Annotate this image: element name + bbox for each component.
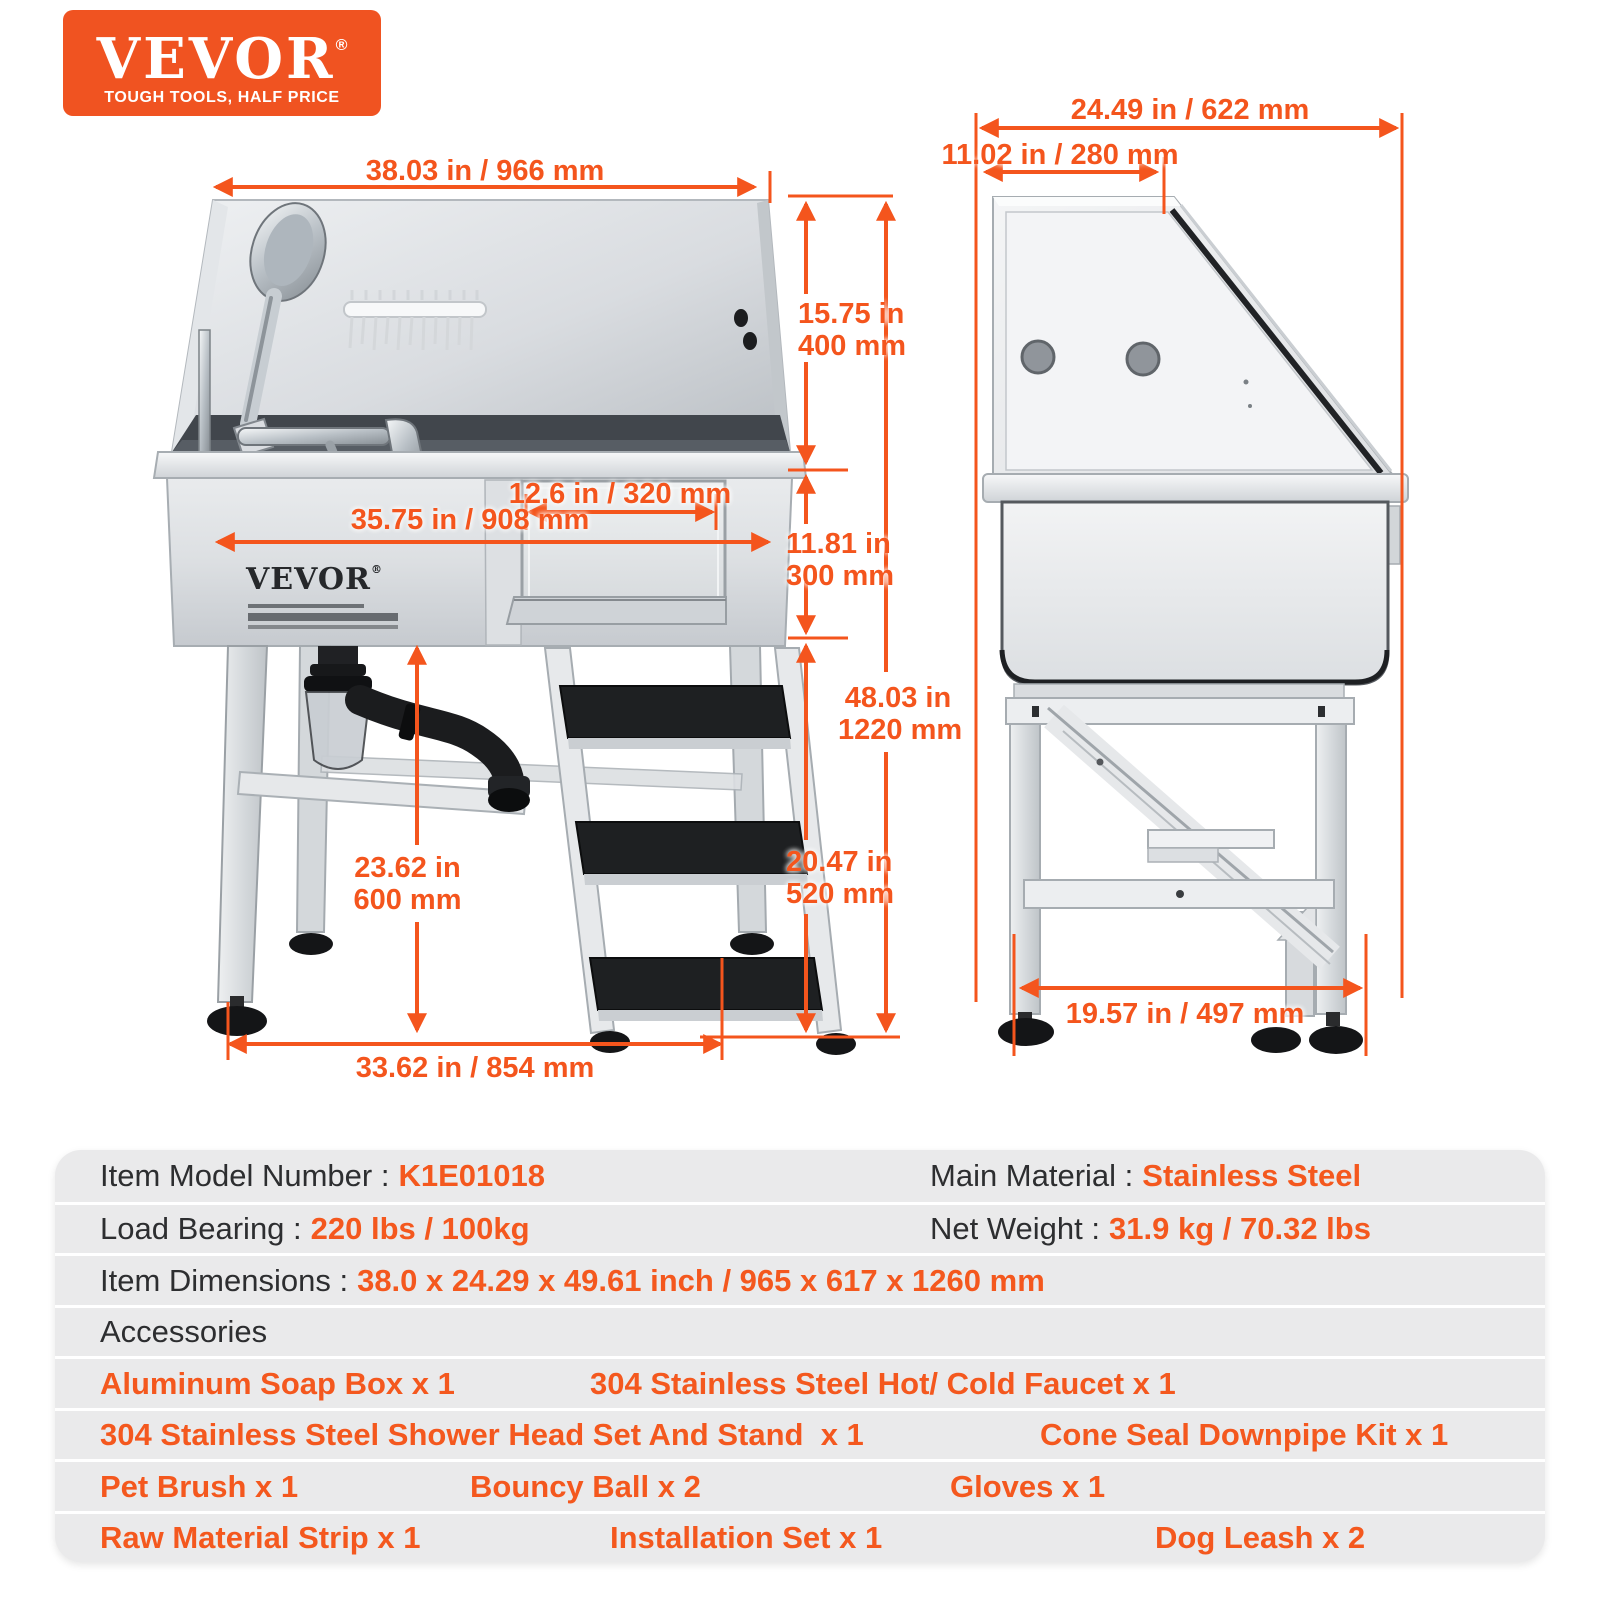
mount-hole	[743, 332, 757, 350]
adjustable-feet	[207, 933, 774, 1036]
spec-table: Item Model Number :K1E01018 Main Materia…	[55, 1150, 1545, 1562]
spec-dimensions-label: Item Dimensions :	[100, 1262, 349, 1298]
dim-total-height-mm: 1220 mm	[838, 714, 963, 747]
accessory-item: Cone Seal Downpipe Kit x 1	[1040, 1417, 1449, 1452]
dim-door-width: 12.6 in / 320 mm	[508, 478, 732, 510]
panel-hole	[1020, 339, 1056, 375]
side-view-illustration	[982, 196, 1409, 1054]
spec-model-value: K1E01018	[398, 1158, 545, 1193]
spec-dimensions: Item Dimensions :38.0 x 24.29 x 49.61 in…	[100, 1263, 1045, 1299]
accessory-item: Aluminum Soap Box x 1	[100, 1365, 455, 1401]
dim-base-width: 33.62 in / 854 mm	[355, 1052, 595, 1084]
accessory-item: Installation Set x 1	[610, 1520, 883, 1555]
dim-total-height: 48.03 in 1220 mm	[838, 682, 963, 747]
panel-hole	[1125, 341, 1161, 377]
dimension-lines	[212, 113, 1404, 1060]
dim-side-top-depth: 24.49 in / 622 mm	[1070, 94, 1310, 126]
dim-tub-width: 35.75 in / 908 mm	[350, 504, 590, 536]
dim-leg-height: 23.62 in 600 mm	[340, 852, 475, 917]
dim-tub-depth-in: 11.81 in	[786, 528, 891, 560]
spec-row-load-weight: Load Bearing :220 lbs / 100kg Net Weight…	[55, 1202, 1545, 1253]
spec-row-dimensions: Item Dimensions :38.0 x 24.29 x 49.61 in…	[55, 1253, 1545, 1305]
cross-brace	[236, 770, 528, 816]
dim-stand-height-in: 20.47 in	[786, 846, 893, 878]
spec-load-label: Load Bearing :	[100, 1211, 302, 1246]
side-rim	[982, 473, 1409, 503]
spec-material-label: Main Material :	[930, 1158, 1134, 1193]
side-tub-body	[1000, 500, 1390, 686]
tub-brand-emboss: VEVOR®	[246, 562, 383, 597]
dim-leg-height-mm: 600 mm	[353, 884, 462, 917]
spec-material: Main Material :Stainless Steel	[930, 1158, 1361, 1194]
spec-load: Load Bearing :220 lbs / 100kg	[100, 1211, 530, 1247]
spec-weight: Net Weight :31.9 kg / 70.32 lbs	[930, 1211, 1371, 1247]
drain-pipe	[304, 646, 530, 812]
dim-stand-height: 20.47 in 520 mm	[786, 846, 894, 911]
dim-splash-height-mm: 400 mm	[798, 330, 907, 363]
spec-material-value: Stainless Steel	[1142, 1158, 1362, 1193]
dim-stand-height-mm: 520 mm	[786, 878, 895, 911]
accessory-item: Bouncy Ball x 2	[470, 1468, 701, 1504]
dim-total-height-in: 48.03 in	[844, 682, 952, 714]
comb-rack	[343, 290, 487, 351]
spec-model-label: Item Model Number :	[100, 1158, 390, 1193]
emboss-text-lines	[248, 604, 398, 629]
accessories-row-4: Raw Material Strip x 1 Installation Set …	[55, 1511, 1545, 1562]
spec-weight-label: Net Weight :	[930, 1211, 1101, 1246]
spec-load-value: 220 lbs / 100kg	[310, 1211, 530, 1246]
dim-tub-depth-mm: 300 mm	[786, 560, 895, 593]
spec-row-model-material: Item Model Number :K1E01018 Main Materia…	[55, 1150, 1545, 1202]
faucet	[237, 427, 391, 446]
cross-brace	[320, 755, 743, 791]
accessories-title: Accessories	[100, 1314, 268, 1349]
side-step	[1147, 829, 1275, 849]
accessory-item: Pet Brush x 1	[100, 1468, 299, 1504]
front-view-illustration	[152, 199, 856, 1055]
brand-name-text: VEVOR	[96, 26, 336, 92]
accessory-item: 304 Stainless Steel Shower Head Set And …	[100, 1417, 864, 1452]
accessories-row-2: 304 Stainless Steel Shower Head Set And …	[55, 1408, 1545, 1459]
brand-tagline: TOUGH TOOLS, HALF PRICE	[104, 89, 340, 106]
spec-model: Item Model Number :K1E01018	[100, 1158, 545, 1194]
dim-leg-height-in: 23.62 in	[354, 852, 461, 884]
spec-dimensions-value: 38.0 x 24.29 x 49.61 inch / 965 x 617 x …	[357, 1262, 1045, 1298]
mount-hole	[734, 309, 748, 327]
dim-top-width: 38.03 in / 966 mm	[365, 155, 605, 187]
side-leg-frame	[1005, 697, 1355, 1017]
brand-name: VEVOR®	[63, 14, 381, 91]
accessory-item: Dog Leash x 2	[1155, 1520, 1366, 1555]
registered-mark-icon: ®	[335, 37, 348, 54]
accessory-item: Gloves x 1	[950, 1468, 1106, 1504]
spec-row-accessories-title: Accessories	[55, 1305, 1545, 1356]
accessories-row-1: Aluminum Soap Box x 1 304 Stainless Stee…	[55, 1356, 1545, 1408]
accessory-item: 304 Stainless Steel Hot/ Cold Faucet x 1	[590, 1365, 1176, 1401]
tub-brand-mark: ®	[370, 563, 383, 576]
dim-tub-depth: 11.81 in 300 mm	[786, 528, 894, 593]
dim-splash-height: 15.75 in 400 mm	[798, 298, 906, 363]
front-leg-left	[216, 645, 269, 1003]
dim-side-base-depth: 19.57 in / 497 mm	[1065, 998, 1305, 1030]
side-feet	[998, 1012, 1363, 1054]
vevor-logo: VEVOR® TOUGH TOOLS, HALF PRICE	[63, 10, 381, 116]
dim-splash-height-in: 15.75 in	[798, 298, 905, 330]
stair-rail-right	[773, 647, 843, 1035]
dim-side-flat-depth: 11.02 in / 280 mm	[941, 139, 1179, 171]
spec-weight-value: 31.9 kg / 70.32 lbs	[1109, 1211, 1371, 1246]
accessory-item: Raw Material Strip x 1	[100, 1520, 421, 1555]
door-handle	[505, 596, 727, 625]
tub-rim	[152, 451, 808, 479]
accessories-row-3: Pet Brush x 1 Bouncy Ball x 2 Gloves x 1	[55, 1459, 1545, 1511]
tub-brand-text: VEVOR	[246, 562, 371, 597]
